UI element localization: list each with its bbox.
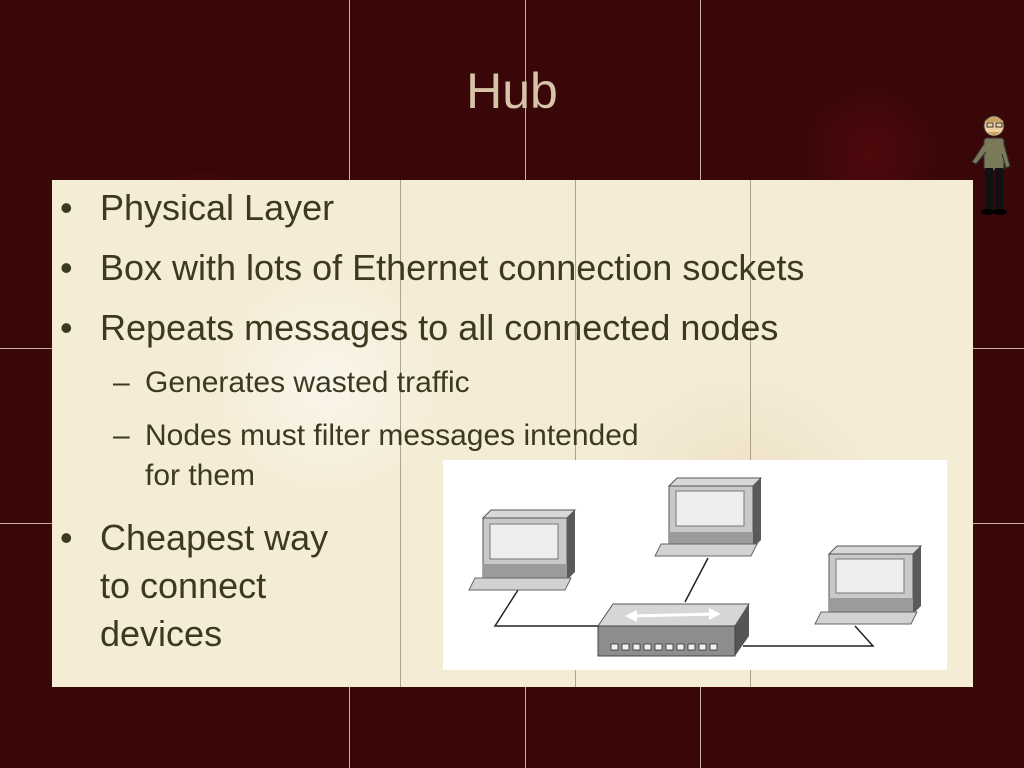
bullet-item: • Cheapest way to connect devices bbox=[60, 514, 329, 658]
panel-grid-line bbox=[400, 180, 401, 687]
bullet-item: • Physical Layer bbox=[60, 186, 335, 230]
bullet-item: • Repeats messages to all connected node… bbox=[60, 306, 779, 350]
bullet-marker: • bbox=[60, 307, 73, 348]
sub-bullet-item: – Nodes must filter messages intended fo… bbox=[113, 416, 639, 496]
sub-bullet-marker: – bbox=[113, 366, 130, 399]
bullet-text: devices bbox=[100, 613, 223, 654]
sub-bullet-text: Nodes must filter messages intended bbox=[145, 419, 639, 452]
bullet-text: Physical Layer bbox=[100, 187, 335, 228]
desktop-computer-icon bbox=[654, 477, 763, 557]
network-cables bbox=[493, 557, 875, 647]
bullet-text: to connect bbox=[100, 565, 267, 606]
sub-bullet-text: Generates wasted traffic bbox=[145, 366, 470, 399]
bullet-text: Box with lots of Ethernet connection soc… bbox=[100, 247, 805, 288]
network-hub-icon bbox=[597, 603, 750, 657]
panel-grid-line bbox=[575, 180, 576, 687]
desktop-computer-icon bbox=[468, 509, 577, 591]
bullet-text: Cheapest way bbox=[100, 517, 329, 558]
slide-title: Hub bbox=[466, 63, 558, 119]
bullet-marker: • bbox=[60, 247, 73, 288]
cartoon-presenter-icon bbox=[971, 115, 1011, 215]
sub-bullet-item: – Generates wasted traffic bbox=[113, 363, 470, 403]
bullet-item: • Box with lots of Ethernet connection s… bbox=[60, 246, 805, 290]
sub-bullet-text: for them bbox=[145, 459, 256, 492]
bullet-marker: • bbox=[60, 517, 73, 558]
cable-top bbox=[684, 557, 709, 603]
cable-right bbox=[743, 625, 875, 647]
bullet-marker: • bbox=[60, 187, 73, 228]
cable-left bbox=[493, 589, 603, 627]
hub-network-diagram bbox=[468, 477, 923, 657]
panel-grid-line bbox=[750, 180, 751, 687]
hub-network-figure bbox=[443, 460, 947, 670]
sub-bullet-marker: – bbox=[113, 419, 130, 452]
desktop-computer-icon bbox=[814, 545, 923, 625]
bullet-text: Repeats messages to all connected nodes bbox=[100, 307, 779, 348]
